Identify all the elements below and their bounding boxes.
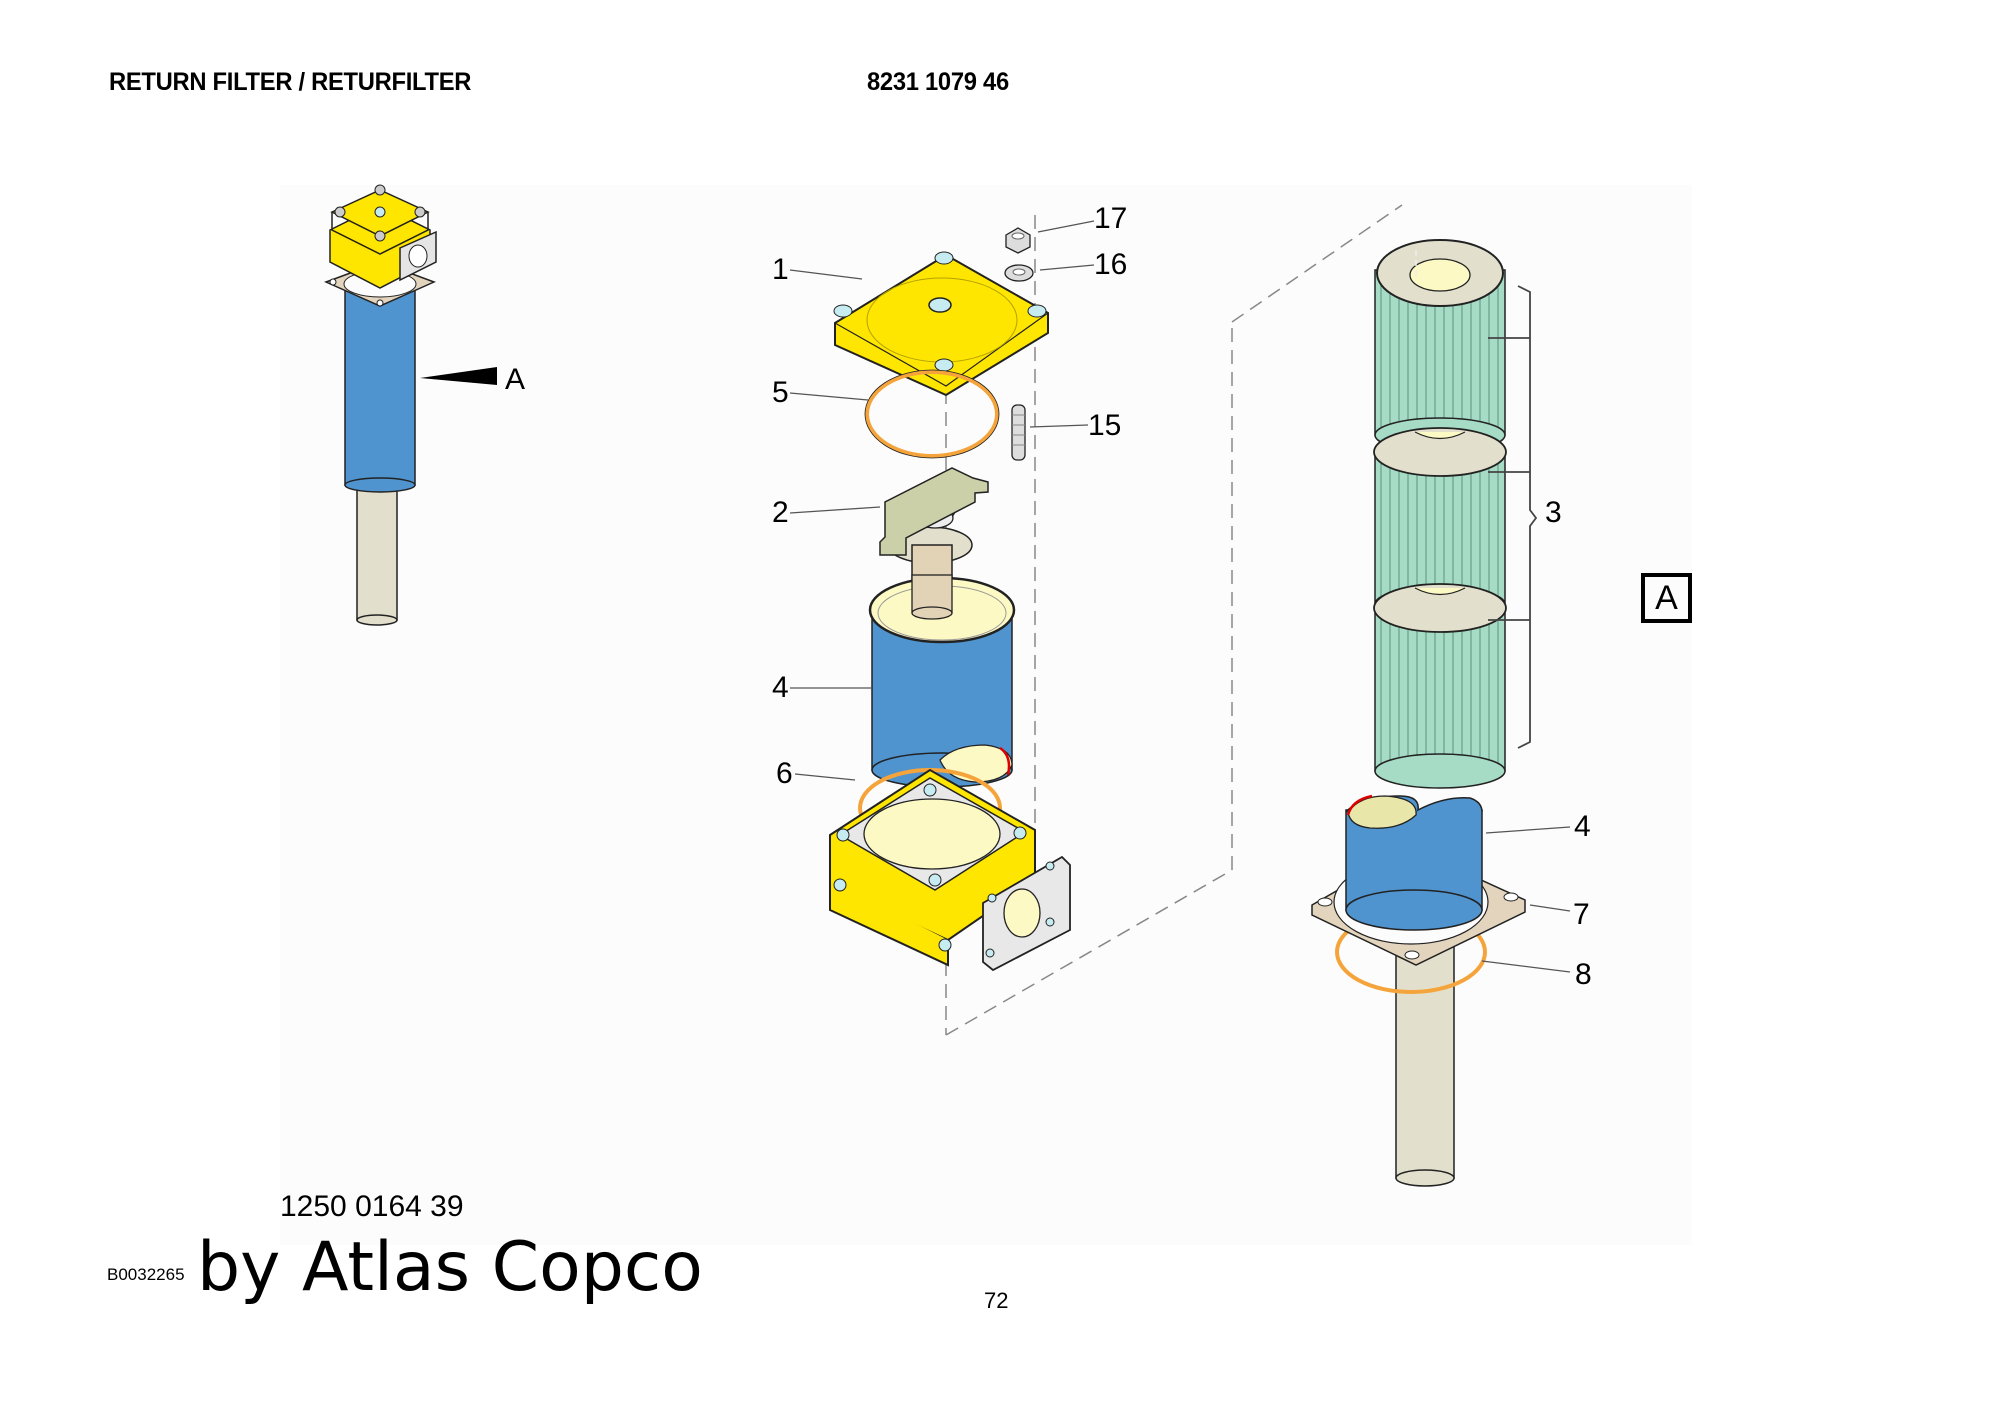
callout-5: 5 [772, 376, 789, 409]
callout-6: 6 [776, 757, 793, 790]
callout-brace [1488, 285, 1538, 749]
page-title: RETURN FILTER / RETURFILTER [109, 68, 472, 96]
part-washer [1004, 264, 1034, 282]
callout-4-detail: 4 [1574, 810, 1591, 843]
overview-housing [329, 184, 437, 289]
callout-7: 7 [1573, 898, 1590, 931]
overview-tube [356, 479, 398, 626]
callout-3: 3 [1545, 496, 1562, 529]
center-leader-lines [789, 220, 1095, 781]
callout-15: 15 [1088, 409, 1122, 442]
filter-element [1374, 239, 1506, 453]
overview-assembly [324, 184, 497, 626]
callout-2: 2 [772, 496, 789, 529]
brand-watermark: by Atlas Copco [197, 1228, 703, 1307]
part-bypass-valve [879, 467, 989, 598]
detail-view-label: A [1641, 573, 1692, 623]
part-o-ring-cover [864, 369, 1000, 459]
callout-4-center: 4 [772, 671, 789, 704]
part-cover-plate [833, 251, 1049, 397]
detail-tube [1395, 919, 1455, 1187]
part-filter-head-housing [829, 768, 1071, 972]
overview-bowl [344, 284, 416, 493]
callout-17: 17 [1094, 202, 1128, 235]
callout-8: 8 [1575, 958, 1592, 991]
part-filter-elements [1373, 239, 1507, 789]
part-number: 8231 1079 46 [867, 68, 1009, 96]
page-number: 72 [984, 1288, 1009, 1313]
drawing-id: B0032265 [107, 1265, 185, 1284]
assembly-code: 1250 0164 39 [280, 1190, 464, 1223]
callout-16: 16 [1094, 248, 1128, 281]
part-stud [1011, 404, 1026, 461]
part-bowl-detail [1345, 794, 1483, 931]
detail-leader-lines [1481, 826, 1571, 973]
part-bowl-center [868, 574, 1016, 788]
filter-element [1373, 583, 1507, 789]
callout-1: 1 [772, 253, 789, 286]
part-nut [1005, 227, 1031, 254]
view-a-pointer [420, 367, 497, 385]
view-a-pointer-label: A [505, 363, 526, 396]
